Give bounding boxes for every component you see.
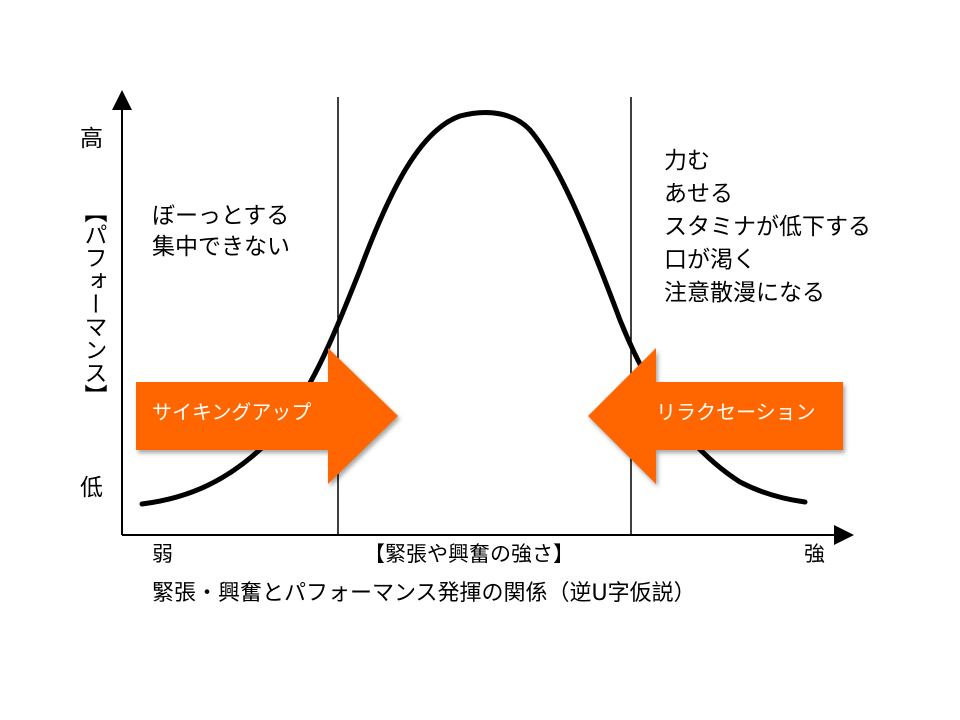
y-axis-label: 【パフォーマンス】 [80, 200, 106, 407]
relaxation-label: リラクセーション [656, 400, 816, 424]
right-zone-line: スタミナが低下する [664, 214, 871, 240]
x-axis-label: 【緊張や興奮の強さ】 [364, 542, 574, 566]
x-axis-weak-label: 弱 [152, 542, 173, 566]
right-zone-text: 力む あせる スタミナが低下する 口が渇く 注意散漫になる [664, 145, 871, 310]
left-zone-line: ぼーっとする [152, 203, 290, 229]
y-axis-high-label: 高 [80, 126, 103, 152]
left-zone-text: ぼーっとする 集中できない [152, 201, 290, 263]
right-zone-line: あせる [664, 181, 733, 207]
right-zone-line: 口が渇く [664, 247, 756, 273]
relaxation-arrow [588, 348, 843, 484]
psych-up-arrow [136, 348, 398, 484]
y-axis-low-label: 低 [80, 475, 103, 501]
right-zone-line: 力む [664, 148, 710, 174]
right-zone-line: 注意散漫になる [664, 280, 825, 306]
left-zone-line: 集中できない [152, 234, 290, 260]
diagram-caption: 緊張・興奮とパフォーマンス発揮の関係（逆U字仮説） [152, 581, 696, 606]
psych-up-label: サイキングアップ [152, 400, 312, 424]
x-axis-strong-label: 強 [804, 542, 825, 566]
